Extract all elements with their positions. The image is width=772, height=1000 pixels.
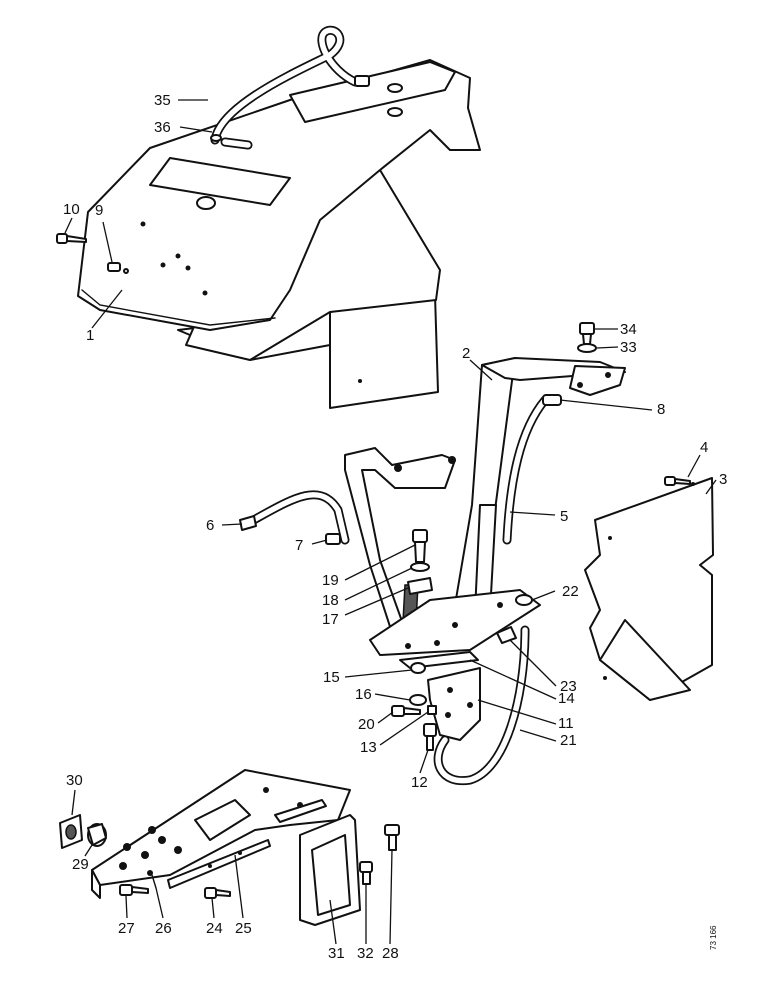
callout-11: 11 [558, 715, 574, 732]
callout-22: 22 [562, 583, 579, 600]
callout-34: 34 [620, 321, 637, 338]
callout-14: 14 [558, 690, 575, 707]
bolt-10 [56, 233, 87, 244]
callout-32: 32 [357, 945, 374, 962]
callout-25: 25 [235, 920, 252, 937]
callout-5: 5 [560, 508, 568, 525]
handlebar-frame [344, 357, 626, 669]
bolt-28 [384, 824, 400, 851]
callout-19: 19 [322, 572, 339, 589]
callout-9: 9 [95, 202, 103, 219]
callout-16: 16 [355, 686, 372, 703]
callout-33: 33 [620, 339, 637, 356]
figure-reference: 73 166 [709, 925, 718, 950]
callout-3: 3 [719, 471, 727, 488]
bolt-stack-19 [407, 529, 433, 595]
leader-lines [64, 99, 717, 945]
callout-17: 17 [322, 611, 339, 628]
callout-4: 4 [700, 439, 708, 456]
callout-31: 31 [328, 945, 345, 962]
callout-28: 28 [382, 945, 399, 962]
callout-15: 15 [323, 669, 340, 686]
callout-27: 27 [118, 920, 135, 937]
callout-18: 18 [322, 592, 339, 609]
callout-2: 2 [462, 345, 470, 362]
stirrup-31 [299, 814, 361, 926]
callout-8: 8 [657, 401, 665, 418]
bushing-29 [59, 814, 107, 849]
hose-35 [210, 25, 370, 150]
callout-6: 6 [206, 517, 214, 534]
base-plate-assembly [91, 769, 351, 899]
bolt-23 [496, 626, 517, 644]
nut-22 [515, 594, 533, 606]
callout-36: 36 [154, 119, 171, 136]
callout-30: 30 [66, 772, 83, 789]
fender-assembly [77, 59, 481, 409]
callout-35: 35 [154, 92, 171, 109]
callout-10: 10 [63, 201, 80, 218]
bracket-11 [391, 662, 481, 751]
callout-29: 29 [72, 856, 89, 873]
fitting-8 [542, 394, 562, 406]
callout-24: 24 [206, 920, 223, 937]
callout-21: 21 [560, 732, 577, 749]
callout-12: 12 [411, 774, 428, 791]
cable-6 [239, 490, 350, 545]
bolt-34 [577, 322, 597, 353]
callout-13: 13 [360, 739, 377, 756]
bolt-32 [359, 861, 373, 885]
callout-23: 23 [560, 678, 577, 695]
side-panel-3 [584, 476, 714, 701]
callout-20: 20 [358, 716, 375, 733]
callout-labels: 1 2 3 4 5 6 7 8 9 10 11 12 13 14 15 16 1… [63, 92, 727, 962]
callout-26: 26 [155, 920, 172, 937]
callout-7: 7 [295, 537, 303, 554]
callout-1: 1 [86, 327, 94, 344]
